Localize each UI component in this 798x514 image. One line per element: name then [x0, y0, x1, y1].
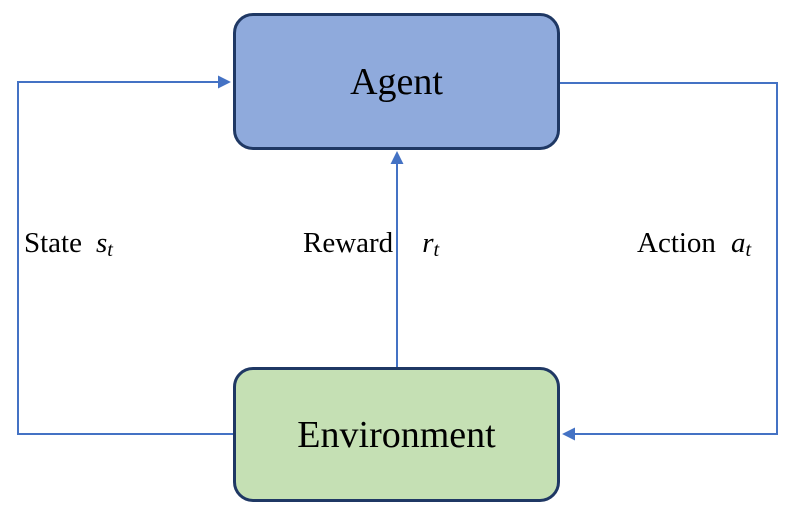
reward-symbol-subscript: t — [433, 239, 440, 262]
action-symbol-subscript: t — [745, 239, 752, 262]
state-label-word: State — [24, 227, 82, 259]
agent-node-label: Agent — [350, 60, 443, 103]
state-symbol-letter: s — [96, 227, 108, 259]
action-label-symbol: at — [730, 227, 752, 262]
state-label: State st — [24, 227, 113, 262]
state-label-symbol: st — [96, 227, 113, 262]
reward-symbol-letter: r — [422, 227, 434, 259]
agent-node: Agent — [233, 13, 560, 150]
reward-label-word: Reward — [303, 227, 394, 259]
state-arrow — [17, 75, 233, 435]
state-symbol-subscript: t — [107, 239, 113, 262]
environment-node-label: Environment — [297, 413, 496, 456]
action-label: Action at — [637, 227, 752, 262]
environment-node: Environment — [233, 367, 560, 502]
reward-label-symbol: rt — [422, 227, 440, 262]
reward-label: Reward rt — [303, 227, 440, 262]
action-arrow — [560, 82, 778, 441]
action-symbol-letter: a — [730, 227, 746, 259]
action-label-word: Action — [637, 227, 716, 259]
